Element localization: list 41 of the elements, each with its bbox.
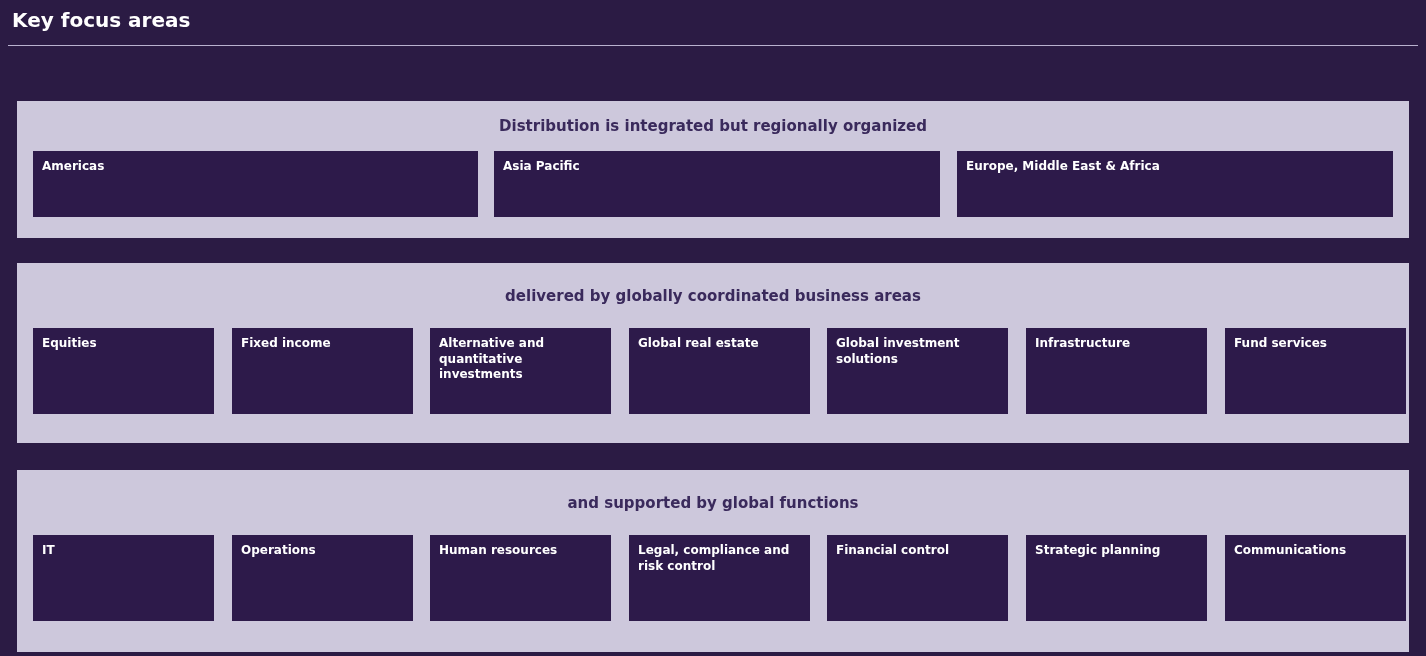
area-label: Communications bbox=[1234, 543, 1348, 559]
area-box bbox=[33, 328, 214, 414]
area-box bbox=[232, 328, 413, 414]
area-box bbox=[33, 535, 214, 621]
area-box bbox=[430, 535, 611, 621]
area-label: Operations bbox=[241, 543, 317, 559]
band-heading: and supported by global functions bbox=[566, 494, 860, 512]
title: Key focus areas bbox=[12, 8, 191, 32]
area-label: Europe, Middle East & Africa bbox=[966, 159, 1161, 175]
band-panel bbox=[17, 470, 1409, 652]
area-label: Equities bbox=[42, 336, 98, 352]
area-box bbox=[430, 328, 611, 414]
area-label: Strategic planning bbox=[1035, 543, 1162, 559]
area-box bbox=[827, 328, 1008, 414]
band-heading: Distribution is integrated but regionally organized bbox=[498, 117, 928, 135]
area-label: Fund services bbox=[1234, 336, 1328, 352]
area-box bbox=[629, 535, 810, 621]
area-label: Americas bbox=[42, 159, 106, 175]
area-label: Global real estate bbox=[638, 336, 760, 352]
area-label: Fixed income bbox=[241, 336, 332, 352]
area-box bbox=[957, 151, 1393, 217]
area-label: IT bbox=[42, 543, 56, 559]
area-box bbox=[232, 535, 413, 621]
area-label: Alternative and quantitative investments bbox=[439, 336, 546, 383]
area-box bbox=[827, 535, 1008, 621]
area-label: Infrastructure bbox=[1035, 336, 1132, 352]
area-label: Global investment solutions bbox=[836, 336, 961, 368]
area-box bbox=[33, 151, 478, 217]
band-heading: delivered by globally coordinated business areas bbox=[504, 287, 922, 305]
area-box bbox=[1225, 535, 1406, 621]
area-box bbox=[494, 151, 940, 217]
area-box bbox=[1026, 535, 1207, 621]
area-box bbox=[1225, 328, 1406, 414]
band-panel bbox=[17, 101, 1409, 238]
band-panel bbox=[17, 263, 1409, 443]
area-label: Legal, compliance and risk control bbox=[638, 543, 791, 575]
area-box bbox=[1026, 328, 1207, 414]
area-label: Financial control bbox=[836, 543, 951, 559]
area-label: Human resources bbox=[439, 543, 559, 559]
area-label: Asia Pacific bbox=[503, 159, 581, 175]
area-box bbox=[629, 328, 810, 414]
